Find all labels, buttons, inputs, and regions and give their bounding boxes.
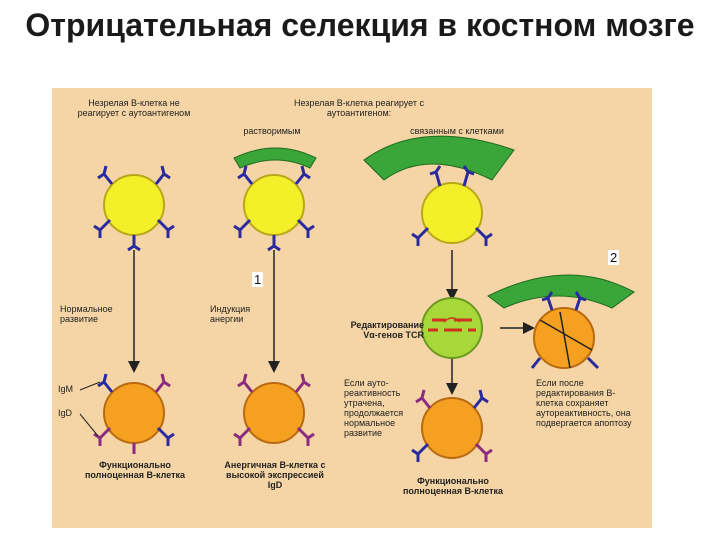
receptors-cell-3	[411, 165, 493, 246]
if-kept-label: Если после редактирования В-клетка сохра…	[536, 378, 632, 428]
igd-label: IgD	[58, 408, 73, 418]
immature-cell-3	[421, 182, 483, 244]
igm-label: IgM	[58, 384, 74, 394]
receptors-anergic-cell	[233, 373, 315, 446]
top-left-header: Незрелая В-клетка не реагирует с аутоант…	[77, 98, 191, 118]
receptors-cell-1	[93, 165, 175, 252]
mature-cell-1	[103, 382, 165, 444]
functional-cell-label-1: Функционально полноценная В-клетка	[84, 460, 186, 480]
normal-development-label: Нормальное развитие	[60, 304, 113, 324]
receptors-mature-cell-1	[93, 373, 175, 454]
top-right-header: Незрелая В-клетка реагирует с аутоантиге…	[294, 98, 424, 118]
if-lost-label: Если ауто-реактивность утрачена, продолж…	[344, 378, 404, 438]
cell-bound-label: связанным с клетками	[410, 126, 504, 136]
diagram-panel: Незрелая В-клетка не реагирует с аутоант…	[52, 88, 652, 528]
functional-cell-label-2: Функционально полноценная В-клетка	[402, 476, 504, 496]
editing-cell	[421, 297, 483, 359]
receptors-mature-cell-2	[411, 389, 493, 462]
receptors-cell-2	[233, 165, 315, 252]
anergic-cell	[243, 382, 305, 444]
apoptotic-cell	[533, 307, 595, 369]
mature-cell-2	[421, 397, 483, 459]
igd-pointer	[79, 413, 99, 437]
antigen-apoptosis	[487, 274, 635, 309]
cell-bound-antigen	[363, 135, 515, 181]
igm-pointer	[79, 381, 101, 391]
anergy-induction-label: Индукция анергии	[210, 304, 251, 324]
receptors-apoptotic-cell	[530, 291, 600, 370]
anergic-cell-label: Анергичная В-клетка с высокой экспрессие…	[224, 460, 326, 490]
editing-label: Редактирование Vα-генов TCR	[350, 320, 424, 340]
slide-title: Отрицательная селекция в костном мозге	[25, 7, 695, 43]
marker-1: 1	[252, 272, 264, 287]
marker-2: 2	[608, 250, 620, 265]
soluble-antigen	[233, 147, 317, 169]
immature-cell-1	[103, 174, 165, 236]
immature-cell-2	[243, 174, 305, 236]
soluble-label: растворимым	[243, 126, 301, 136]
diagram-canvas	[79, 135, 635, 462]
